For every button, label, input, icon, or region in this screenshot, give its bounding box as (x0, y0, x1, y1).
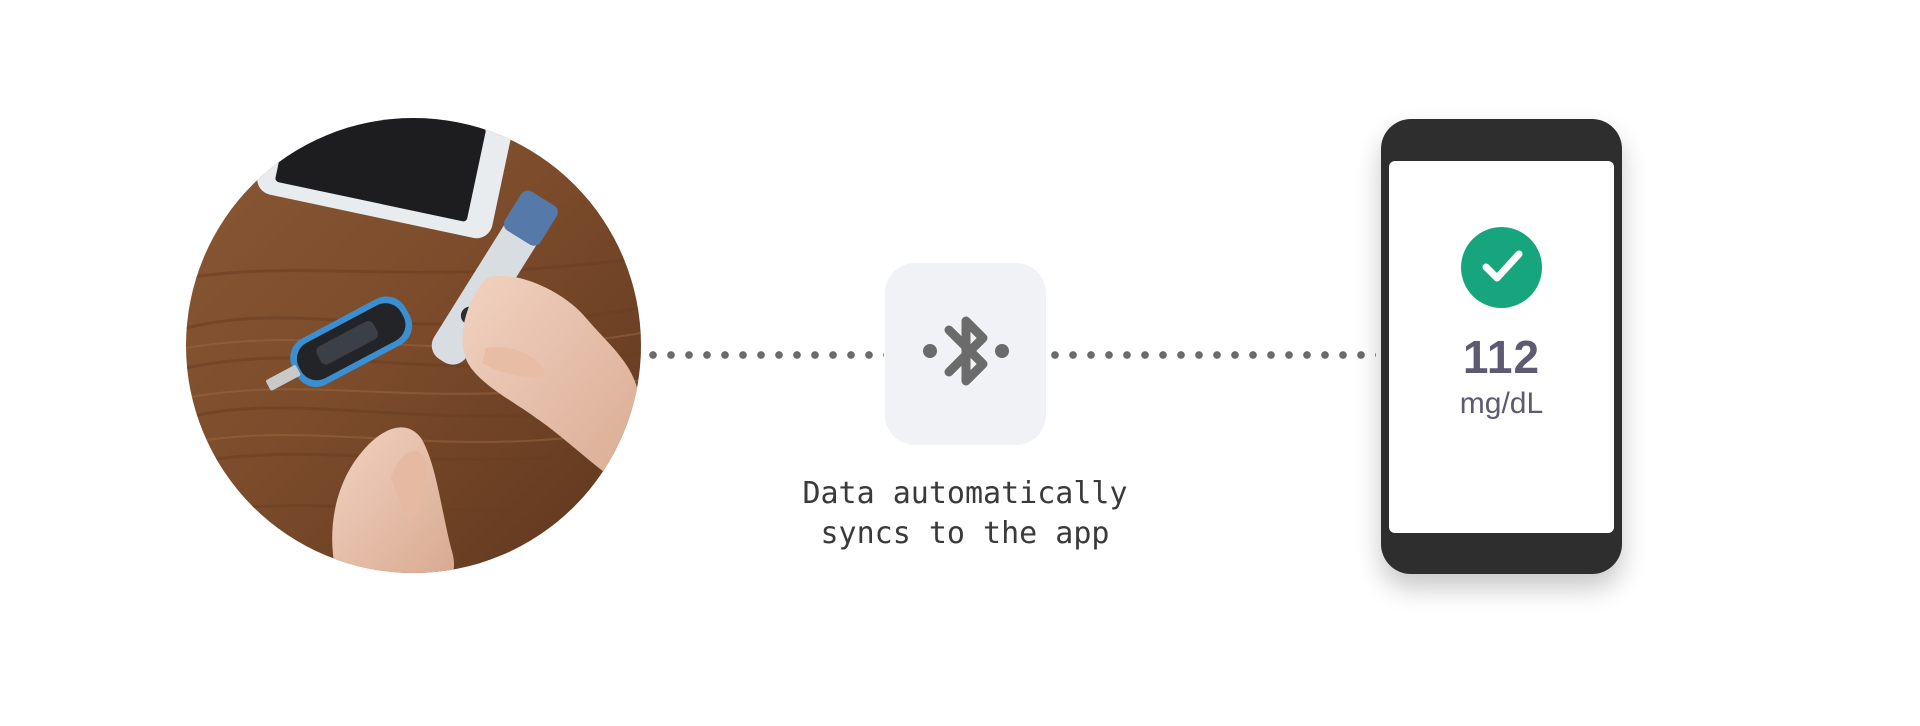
bluetooth-tile (885, 263, 1046, 445)
glucose-reading-unit: mg/dL (1459, 387, 1544, 420)
connection-line-left (644, 351, 884, 359)
glucose-reading-value: 112 (1462, 331, 1541, 383)
glucose-meter-photo (186, 118, 641, 573)
sync-caption: Data automatically syncs to the app (802, 476, 1128, 551)
phone-device: 112 mg/dL (1381, 119, 1622, 574)
bluetooth-icon (916, 302, 1016, 406)
phone-screen: 112 mg/dL (1389, 161, 1614, 533)
connection-line-right (1046, 351, 1376, 359)
check-icon (1478, 242, 1526, 294)
success-badge (1461, 227, 1542, 308)
